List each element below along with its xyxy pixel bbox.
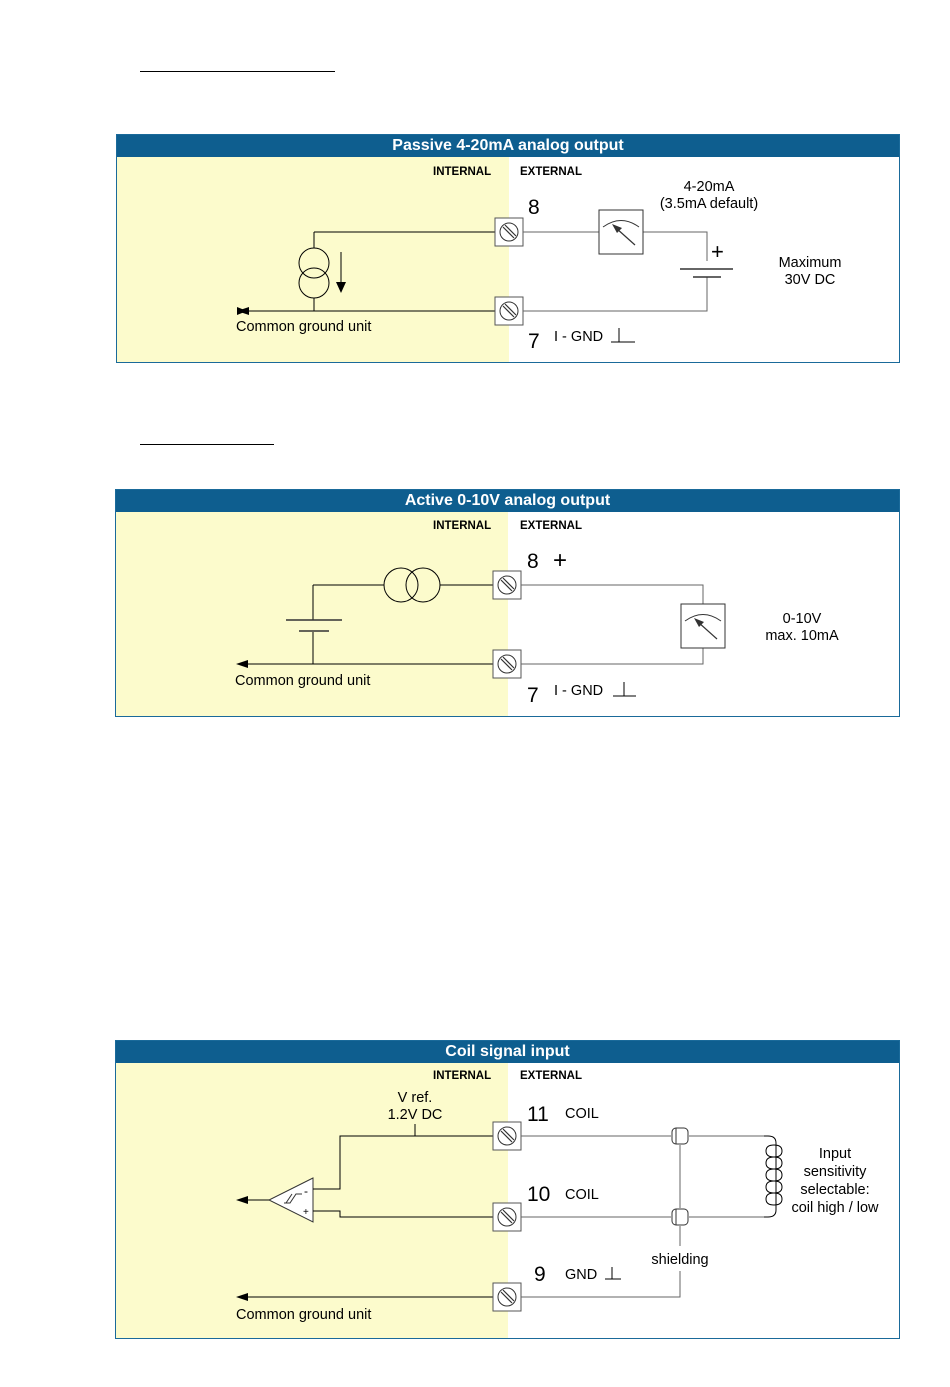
terminal-8-number: 8	[528, 196, 540, 219]
sensitivity-label-1: Input	[819, 1146, 851, 1162]
shielding-label: shielding	[651, 1252, 708, 1268]
supply-plus-sign: +	[711, 239, 724, 264]
coil-wiring-diagram: INTERNAL EXTERNAL V ref. 1.2V DC - +	[236, 1070, 879, 1323]
ground-arrowhead-icon	[236, 1293, 248, 1301]
internal-zone	[116, 512, 508, 716]
wire-coil-11-internal	[313, 1135, 494, 1190]
wire-coil-10-internal	[313, 1210, 494, 1218]
wire-top-external	[523, 231, 708, 261]
gnd-label: I - GND	[554, 683, 603, 699]
meter-label-1: 4-20mA	[684, 179, 735, 195]
wire-bottom-external	[523, 277, 708, 312]
current-source-icon-lower	[298, 267, 330, 299]
meter-label-2: (3.5mA default)	[660, 196, 758, 212]
panel-title: Active 0-10V analog output	[116, 490, 899, 512]
internal-zone	[117, 157, 509, 362]
coil-icon	[764, 1135, 783, 1218]
terminal-7-number: 7	[527, 684, 539, 707]
terminal-8-icon	[492, 570, 522, 600]
vref-label-2: 1.2V DC	[388, 1107, 443, 1123]
common-ground-label: Common ground unit	[235, 673, 370, 689]
current-source-icon	[298, 247, 330, 279]
section-heading-rule-1	[140, 71, 335, 72]
sensitivity-label-2: sensitivity	[804, 1164, 868, 1180]
wire-top-external	[521, 584, 704, 604]
shield-ferrule-bottom-icon	[671, 1208, 689, 1226]
supply-label-2: 30V DC	[785, 272, 836, 288]
vref-label-1: V ref.	[398, 1090, 433, 1106]
coil-input-panel: Coil signal input INTERNAL EXTERNAL V re…	[115, 1040, 900, 1339]
output-arrowhead-icon	[236, 1196, 248, 1204]
passive-output-panel: Passive 4-20mA analog output INTERNAL EX…	[116, 134, 900, 363]
shield-wire	[521, 1145, 681, 1298]
sensitivity-label-4: coil high / low	[791, 1200, 879, 1216]
terminal-7-icon	[494, 296, 524, 326]
terminal-10-number: 10	[527, 1183, 550, 1206]
passive-wiring-diagram: INTERNAL EXTERNAL 8 7 I - GND	[236, 166, 842, 353]
ground-arrowhead-icon	[237, 307, 249, 315]
comparator-plus: +	[303, 1207, 309, 1218]
external-label: EXTERNAL	[520, 166, 582, 178]
terminal-9-icon	[492, 1282, 522, 1312]
shield-ferrule-top-icon	[671, 1127, 689, 1145]
terminal-10-label: COIL	[565, 1187, 599, 1203]
terminal-8-plus-sign: +	[553, 547, 567, 574]
external-label: EXTERNAL	[520, 520, 582, 532]
current-arrowhead-icon	[336, 282, 346, 293]
panel-title: Coil signal input	[116, 1041, 899, 1063]
external-label: EXTERNAL	[520, 1070, 582, 1082]
comparator-icon	[267, 1177, 314, 1223]
comparator-minus: -	[304, 1184, 308, 1198]
active-output-panel: Active 0-10V analog output INTERNAL EXTE…	[115, 489, 900, 717]
panel-title: Passive 4-20mA analog output	[117, 135, 899, 157]
active-wiring-diagram: INTERNAL EXTERNAL 8 + 7 I - GND	[235, 520, 839, 707]
internal-label: INTERNAL	[433, 166, 491, 178]
terminal-7-icon	[492, 649, 522, 679]
wire-bottom-external	[521, 648, 704, 665]
meter-label-1: 0-10V	[783, 611, 822, 627]
sensitivity-label-3: selectable:	[800, 1182, 869, 1198]
terminal-8-icon	[494, 217, 524, 247]
ground-arrowhead-icon	[236, 660, 248, 668]
common-ground-label: Common ground unit	[236, 1307, 371, 1323]
ground-symbol-icon	[611, 328, 635, 343]
terminal-10-icon	[492, 1202, 522, 1232]
ammeter-icon	[598, 209, 644, 255]
terminal-8-number: 8	[527, 550, 539, 573]
terminal-11-icon	[492, 1121, 522, 1151]
gnd-label: I - GND	[554, 329, 603, 345]
terminal-9-label: GND	[565, 1267, 597, 1283]
internal-label: INTERNAL	[433, 1070, 491, 1082]
terminal-11-label: COIL	[565, 1106, 599, 1122]
terminal-7-number: 7	[528, 330, 540, 353]
internal-label: INTERNAL	[433, 520, 491, 532]
terminal-11-number: 11	[527, 1103, 549, 1126]
terminal-9-number: 9	[534, 1263, 546, 1286]
ground-symbol-icon	[613, 682, 636, 697]
meter-label-2: max. 10mA	[765, 628, 839, 644]
supply-label-1: Maximum	[779, 255, 842, 271]
voltmeter-icon	[680, 603, 726, 649]
section-heading-rule-2	[140, 444, 274, 445]
common-ground-label: Common ground unit	[236, 319, 371, 335]
current-source-icon	[383, 567, 441, 603]
ground-symbol-icon	[605, 1267, 621, 1280]
